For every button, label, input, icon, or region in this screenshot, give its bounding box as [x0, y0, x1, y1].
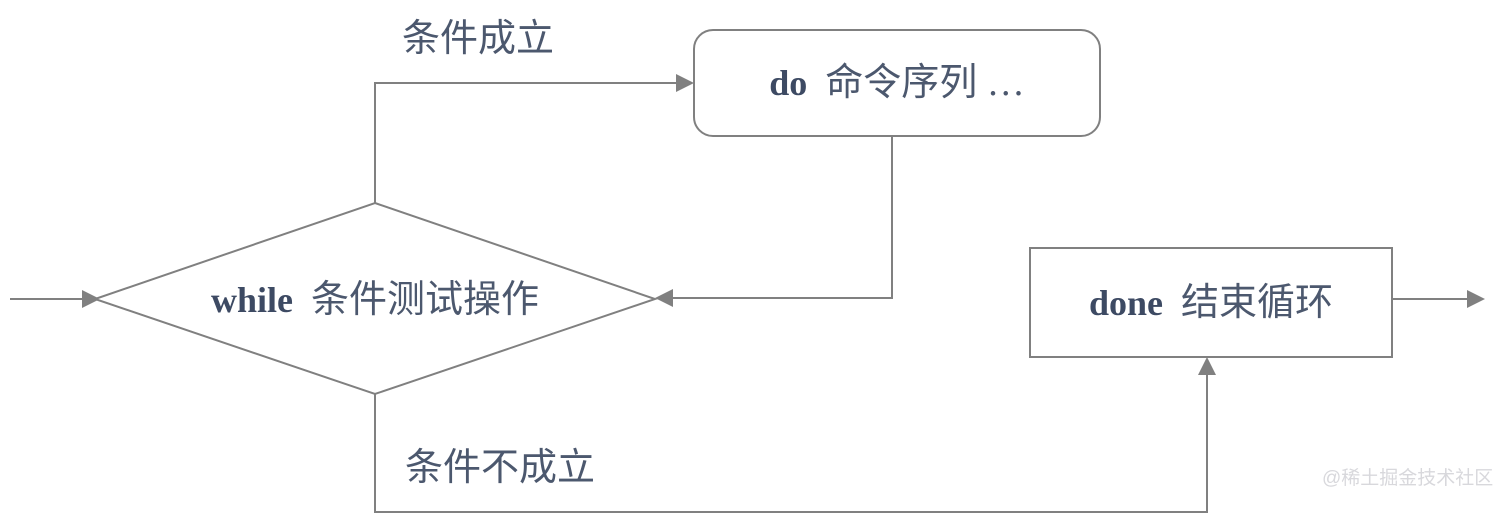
edge-entry [10, 290, 100, 308]
node-done-keyword: done [1089, 283, 1163, 323]
node-while-condition[interactable]: while 条件测试操作 [91, 201, 659, 396]
node-done-text: done 结束循环 [1089, 282, 1333, 324]
node-done-label: 结束循环 [1181, 282, 1333, 324]
edge-loop-back [655, 136, 893, 307]
watermark-text: @稀土掘金技术社区 [1322, 467, 1493, 489]
node-do-body[interactable]: do 命令序列 … [693, 29, 1101, 137]
edge-false-branch [374, 357, 1216, 513]
node-while-text: while 条件测试操作 [211, 279, 539, 321]
node-do-text: do 命令序列 … [769, 62, 1025, 104]
edge-exit [1392, 290, 1485, 308]
node-done[interactable]: done 结束循环 [1029, 247, 1393, 358]
node-do-keyword: do [769, 63, 807, 103]
node-while-keyword: while [211, 280, 293, 320]
node-while-label: 条件测试操作 [311, 279, 539, 321]
edge-true-branch [374, 74, 694, 203]
edge-label-true: 条件成立 [402, 18, 554, 60]
edge-label-false: 条件不成立 [405, 447, 595, 489]
node-do-label: 命令序列 … [825, 62, 1025, 104]
